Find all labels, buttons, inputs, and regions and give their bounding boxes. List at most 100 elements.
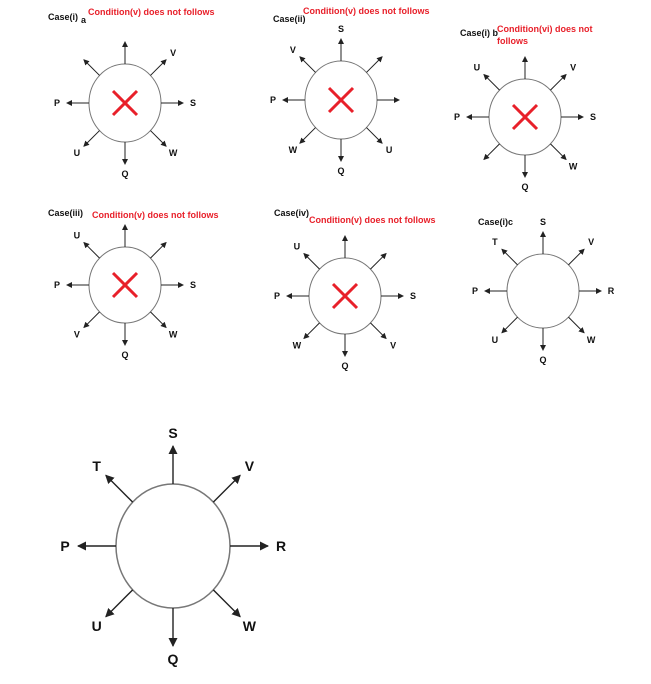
- cross-icon: [111, 89, 139, 117]
- person-label-w: P: [270, 95, 276, 105]
- case-label: Case(iv): [274, 208, 309, 218]
- case-label: Case(iii): [48, 208, 83, 218]
- arrow-sw: [483, 143, 500, 161]
- person-label-s: Q: [539, 355, 546, 365]
- person-label-se: W: [587, 335, 596, 345]
- person-label-s: Q: [521, 182, 528, 192]
- condition-note: Condition(v) does not follows: [303, 6, 429, 16]
- cross-icon: [327, 86, 355, 114]
- person-label-se: W: [169, 329, 178, 339]
- person-label-se: U: [386, 145, 393, 155]
- person-label-n: S: [540, 217, 546, 227]
- table-circle: [115, 483, 231, 609]
- arrow-ne: [550, 73, 567, 91]
- person-label-sw: W: [293, 340, 302, 350]
- person-label-nw: V: [290, 45, 296, 55]
- cross-icon: [331, 282, 359, 310]
- arrow-se: [150, 311, 167, 329]
- arrow-nw: [105, 474, 134, 503]
- arrow-se: [370, 322, 387, 340]
- case-label: Case(ii): [273, 14, 306, 24]
- cross-icon: [511, 103, 539, 131]
- person-label-nw: U: [74, 231, 81, 241]
- person-label-e: S: [410, 291, 416, 301]
- person-label-sw: U: [92, 618, 102, 634]
- table-circle: [506, 253, 580, 329]
- arrow-nw: [483, 73, 500, 91]
- arrow-se: [150, 130, 167, 147]
- arrow-nw: [299, 56, 316, 73]
- person-label-sw: U: [74, 148, 81, 158]
- person-label-n: S: [338, 24, 344, 34]
- person-label-nw: T: [92, 458, 101, 474]
- case-label: Case(i): [48, 12, 78, 22]
- arrow-se: [550, 143, 567, 161]
- arrow-sw: [303, 322, 320, 340]
- person-label-e: R: [276, 538, 286, 554]
- arrow-ne: [366, 56, 383, 73]
- arrow-sw: [83, 130, 100, 147]
- arrow-sw: [83, 311, 100, 329]
- person-label-se: W: [169, 148, 178, 158]
- person-label-s: Q: [121, 169, 128, 179]
- condition-note: Condition(v) does not follows: [92, 210, 218, 220]
- person-label-w: P: [274, 291, 280, 301]
- person-label-se: W: [243, 618, 257, 634]
- person-label-w: P: [60, 538, 69, 554]
- person-label-w: P: [454, 112, 460, 122]
- arrow-se: [212, 589, 241, 618]
- case-label: Case(i)c: [478, 217, 513, 227]
- condition-note: Condition(v) does not follows: [88, 7, 214, 17]
- case-label: Case(i) b: [460, 28, 499, 38]
- person-label-e: S: [190, 280, 196, 290]
- arrow-ne: [568, 248, 585, 266]
- person-label-ne: V: [170, 48, 176, 58]
- case-subscript: a: [81, 15, 87, 25]
- person-label-sw: W: [289, 145, 298, 155]
- arrow-ne: [150, 59, 167, 76]
- arrow-ne: [212, 474, 241, 503]
- arrow-ne: [370, 252, 387, 270]
- person-label-s: Q: [337, 166, 344, 176]
- arrow-nw: [83, 241, 100, 259]
- person-label-se: V: [390, 340, 396, 350]
- arrow-nw: [501, 248, 518, 266]
- person-label-w: P: [54, 98, 60, 108]
- person-label-sw: V: [74, 329, 80, 339]
- cross-icon: [111, 271, 139, 299]
- person-label-s: Q: [168, 651, 179, 667]
- person-label-n: S: [168, 425, 177, 441]
- arrow-ne: [150, 241, 167, 259]
- arrow-sw: [501, 316, 518, 334]
- arrow-sw: [105, 589, 134, 618]
- person-label-s: Q: [121, 350, 128, 360]
- person-label-e: S: [590, 112, 596, 122]
- arrow-sw: [299, 127, 316, 144]
- person-label-s: Q: [341, 361, 348, 371]
- condition-note: follows: [497, 36, 528, 46]
- arrow-nw: [303, 252, 320, 270]
- final-diagram: S V R W Q U P T: [60, 425, 286, 667]
- arrow-se: [366, 127, 383, 144]
- person-label-nw: T: [492, 237, 498, 247]
- person-label-w: P: [472, 286, 478, 296]
- condition-note: Condition(v) does not follows: [309, 215, 435, 225]
- person-label-ne: V: [570, 63, 576, 73]
- person-label-e: R: [608, 286, 615, 296]
- condition-note: Condition(vi) does not: [497, 24, 592, 34]
- arrow-nw: [83, 59, 100, 76]
- person-label-ne: V: [245, 458, 255, 474]
- person-label-sw: U: [492, 335, 499, 345]
- person-label-ne: V: [588, 237, 594, 247]
- case-diagram: Case(i)c S V R W Q U P T: [472, 217, 615, 365]
- person-label-nw: U: [474, 63, 481, 73]
- arrow-se: [568, 316, 585, 334]
- person-label-e: S: [190, 98, 196, 108]
- person-label-w: P: [54, 280, 60, 290]
